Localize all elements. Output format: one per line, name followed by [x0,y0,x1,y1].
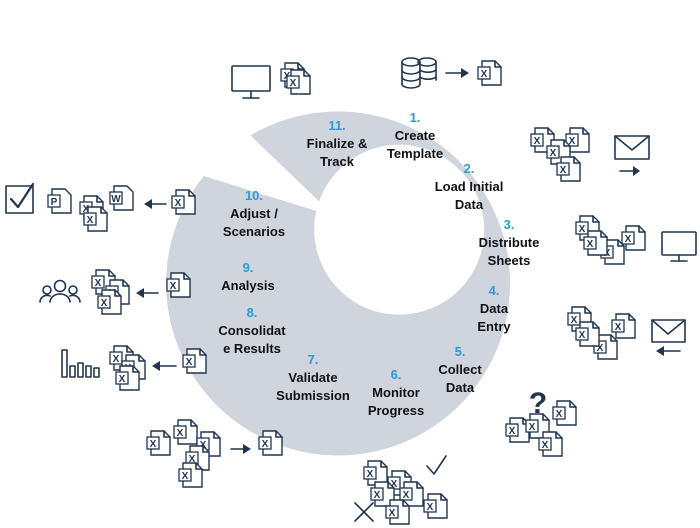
step-label: Data [446,380,475,395]
arrow-left-icon [136,288,159,298]
excel-file-icon [146,430,171,456]
step-number: 6. [391,367,402,382]
step-10: 10. Adjust / Scenarios [223,188,285,239]
step-number: 4. [489,283,500,298]
step-label: Sheets [488,253,531,268]
excel-file-icon [83,206,108,232]
database-to-excel-icon [401,57,502,89]
step-label: Data [455,197,484,212]
step-number: 1. [410,110,421,125]
arrow-left-icon [656,346,681,356]
excel-to-documents-icon [5,182,196,232]
excel-files-check-cross-icon [354,455,448,525]
step-number: 7. [308,352,319,367]
monitor-to-excel-icon [231,62,311,99]
step-label: Scenarios [223,224,285,239]
database-icon [401,57,437,89]
step-label: Validate [288,370,337,385]
checkbox-icon [5,182,35,214]
excel-file-icon [173,419,198,445]
step-number: 2. [464,161,475,176]
step-label: e Results [223,341,281,356]
word-file-icon [109,185,134,211]
cross-icon [354,502,374,522]
step-11: 11. Finalize & Track [307,118,368,169]
monitor-icon [661,231,697,262]
excel-file-icon [583,230,608,256]
step-label: Finalize & [307,136,368,151]
step-number: 3. [504,217,515,232]
step-label: Create [395,128,435,143]
powerpoint-file-icon [47,188,72,214]
excel-file-icon [477,60,502,86]
excel-file-icon [538,431,563,457]
excel-file-icon [178,462,203,488]
step-label: Load Initial [435,179,504,194]
step-number: 9. [243,260,254,275]
excel-files-to-monitor-icon [575,215,697,265]
step-number: 11. [328,118,345,133]
excel-file-icon [182,348,207,374]
bar-chart-icon [61,349,100,378]
excel-files-to-email-icon [530,127,650,182]
excel-file-icon [166,272,191,298]
step-9: 9. Analysis [221,260,274,293]
excel-file-icon [621,225,646,251]
envelope-icon [614,135,650,160]
checkmark-icon [426,455,447,475]
excel-file-icon [97,289,122,315]
step-number: 5. [455,344,466,359]
excel-file-icon [258,430,283,456]
excel-to-report-icon [61,345,207,391]
excel-files-to-excel-icon [146,419,283,488]
step-label: Entry [477,319,511,334]
users-group-icon [39,279,81,303]
step-label: Submission [276,388,350,403]
excel-file-icon [385,499,410,525]
excel-file-icon [552,400,577,426]
step-label: Consolidat [218,323,286,338]
step-label: Monitor [372,385,420,400]
envelope-icon [651,319,686,343]
step-number: 8. [247,305,258,320]
step-label: Track [320,154,355,169]
excel-files-from-email-icon [567,306,686,360]
arrow-left-icon [152,361,177,371]
excel-file-icon [556,156,581,182]
arrow-left-icon [144,199,167,209]
step-label: Collect [438,362,482,377]
excel-files-question-icon: ? [505,387,577,457]
step-label: Data [480,301,509,316]
monitor-icon [231,65,271,99]
step-label: Distribute [479,235,540,250]
excel-file-icon [286,69,311,95]
excel-file-icon [575,321,600,347]
step-8: 8. Consolidat e Results [218,305,286,356]
arrow-right-icon [619,166,640,176]
excel-file-icon [115,365,140,391]
excel-file-icon [171,189,196,215]
arrow-right-icon [230,444,251,454]
question-mark-icon: ? [529,387,547,420]
arrow-right-icon [445,68,469,78]
excel-to-users-icon [39,269,191,315]
step-label: Template [387,146,443,161]
step-label: Analysis [221,278,274,293]
step-label: Progress [368,403,424,418]
cycle-ring [166,111,511,456]
step-label: Adjust / [230,206,278,221]
step-number: 10. [245,188,263,203]
excel-file-icon [611,313,636,339]
excel-file-icon [423,493,448,519]
